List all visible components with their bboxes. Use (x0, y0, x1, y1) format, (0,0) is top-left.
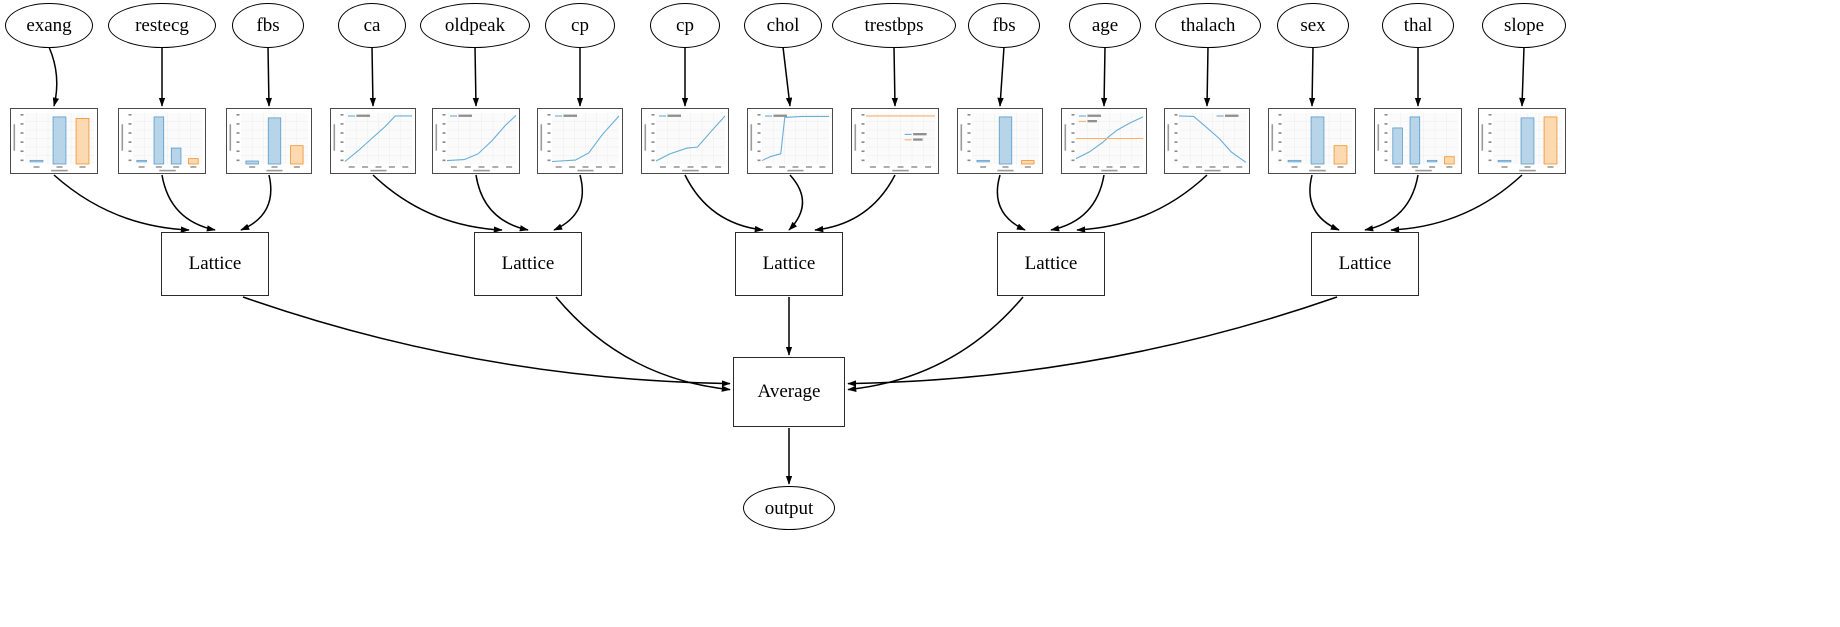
output-node[interactable]: output (743, 486, 835, 530)
plot-cp-6[interactable] (641, 108, 729, 174)
input-node-trestbps[interactable]: trestbps (832, 3, 956, 48)
input-node-label: thalach (1180, 15, 1236, 36)
plot-canvas (852, 109, 938, 173)
input-node-slope[interactable]: slope (1482, 3, 1566, 48)
input-node-label: cp (676, 15, 694, 36)
input-node-exang[interactable]: exang (5, 3, 93, 48)
plot-canvas (1269, 109, 1355, 173)
plot-fbs-9[interactable] (957, 108, 1043, 174)
input-node-fbs2[interactable]: fbs (968, 3, 1040, 48)
lattice-node-label: Lattice (501, 253, 555, 274)
plot-oldpeak-4[interactable] (432, 108, 520, 174)
plot-canvas (748, 109, 832, 173)
plot-ca-3[interactable] (330, 108, 416, 174)
average-node-label: Average (757, 381, 821, 402)
plot-fbs-2[interactable] (226, 108, 312, 174)
lattice-node-5[interactable]: Lattice (1311, 232, 1419, 296)
input-node-cp2[interactable]: cp (650, 3, 720, 48)
lattice-node-label: Lattice (188, 253, 242, 274)
plot-cp-5[interactable] (537, 108, 623, 174)
plot-chol-7[interactable] (747, 108, 833, 174)
plot-trestbps-8[interactable] (851, 108, 939, 174)
input-node-thal[interactable]: thal (1382, 3, 1454, 48)
plot-sex-12[interactable] (1268, 108, 1356, 174)
input-node-oldpeak[interactable]: oldpeak (420, 3, 530, 48)
input-node-label: sex (1300, 15, 1326, 36)
plot-exang-0[interactable] (10, 108, 98, 174)
input-node-cp1[interactable]: cp (545, 3, 615, 48)
plot-canvas (1165, 109, 1249, 173)
plot-slope-14[interactable] (1478, 108, 1566, 174)
lattice-node-label: Lattice (1338, 253, 1392, 274)
lattice-node-label: Lattice (1024, 253, 1078, 274)
plot-canvas (331, 109, 415, 173)
plot-age-10[interactable] (1061, 108, 1147, 174)
input-node-ca[interactable]: ca (338, 3, 406, 48)
input-node-label: restecg (135, 15, 189, 36)
plot-canvas (958, 109, 1042, 173)
lattice-node-1[interactable]: Lattice (161, 232, 269, 296)
input-node-age[interactable]: age (1069, 3, 1141, 48)
plot-thal-13[interactable] (1374, 108, 1462, 174)
input-node-label: slope (1503, 15, 1545, 36)
input-node-label: fbs (992, 15, 1016, 36)
lattice-node-3[interactable]: Lattice (735, 232, 843, 296)
input-node-thalach[interactable]: thalach (1155, 3, 1261, 48)
input-node-label: chol (766, 15, 800, 36)
input-node-fbs1[interactable]: fbs (232, 3, 304, 48)
input-node-sex[interactable]: sex (1277, 3, 1349, 48)
plot-canvas (433, 109, 519, 173)
output-node-label: output (764, 497, 814, 519)
plot-canvas (1062, 109, 1146, 173)
input-node-label: exang (26, 15, 72, 36)
plot-canvas (227, 109, 311, 173)
plot-canvas (11, 109, 97, 173)
input-node-label: trestbps (864, 15, 924, 36)
plot-canvas (119, 109, 205, 173)
plot-canvas (642, 109, 728, 173)
input-node-label: age (1091, 15, 1119, 36)
lattice-node-2[interactable]: Lattice (474, 232, 582, 296)
lattice-node-label: Lattice (762, 253, 816, 274)
plot-canvas (1479, 109, 1565, 173)
plot-thalach-11[interactable] (1164, 108, 1250, 174)
average-node[interactable]: Average (733, 357, 845, 427)
input-node-label: cp (571, 15, 589, 36)
plot-restecg-1[interactable] (118, 108, 206, 174)
input-node-label: oldpeak (444, 15, 506, 36)
lattice-node-4[interactable]: Lattice (997, 232, 1105, 296)
input-node-label: fbs (256, 15, 280, 36)
plot-canvas (1375, 109, 1461, 173)
input-node-chol[interactable]: chol (744, 3, 822, 48)
plot-canvas (538, 109, 622, 173)
input-node-label: thal (1403, 15, 1433, 36)
input-node-label: ca (363, 15, 381, 36)
input-node-restecg[interactable]: restecg (108, 3, 216, 48)
